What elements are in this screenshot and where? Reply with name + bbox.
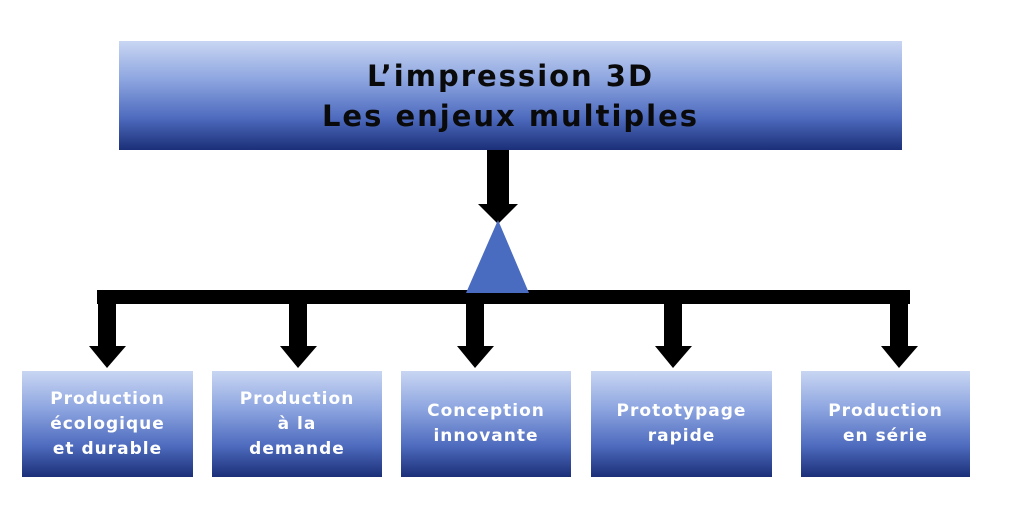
node-5-line-1: Production: [828, 401, 943, 421]
title-arrow-head: [478, 204, 518, 224]
child-node-production-demande: Production à la demande: [212, 371, 382, 477]
child-node-conception-innovante: Conception innovante: [401, 371, 571, 477]
node-1-line-1: Production: [50, 388, 165, 409]
drop-arrow-2: [280, 300, 317, 368]
root-title-line-2: Les enjeux multiples: [321, 98, 700, 133]
node-1-line-2: écologique: [50, 413, 165, 434]
drop-arrow-1: [89, 300, 126, 368]
root-title-line-1: L’impression 3D: [366, 58, 655, 93]
node-2-line-1: Production: [239, 388, 355, 409]
drop-arrow-4: [655, 300, 692, 368]
drop-arrow-3: [457, 300, 494, 368]
node-4-line-1: Prototypage: [616, 401, 747, 421]
node-3-line-1: Conception: [427, 401, 545, 421]
title-arrow-shaft: [487, 150, 509, 206]
node-2-line-2: à la: [277, 413, 317, 434]
child-node-production-ecologique: Production écologique et durable: [22, 371, 193, 477]
node-2-line-3: demande: [249, 438, 345, 459]
node-1-line-3: et durable: [52, 438, 163, 459]
root-node: L’impression 3D Les enjeux multiples: [119, 41, 902, 150]
node-3-line-2: innovante: [433, 426, 539, 446]
node-4-line-2: rapide: [647, 426, 716, 446]
drop-arrow-5: [881, 300, 918, 368]
fulcrum-triangle: [466, 220, 529, 293]
child-node-prototypage-rapide: Prototypage rapide: [591, 371, 772, 477]
node-5-line-2: en série: [843, 426, 928, 446]
child-node-production-serie: Production en série: [801, 371, 970, 477]
